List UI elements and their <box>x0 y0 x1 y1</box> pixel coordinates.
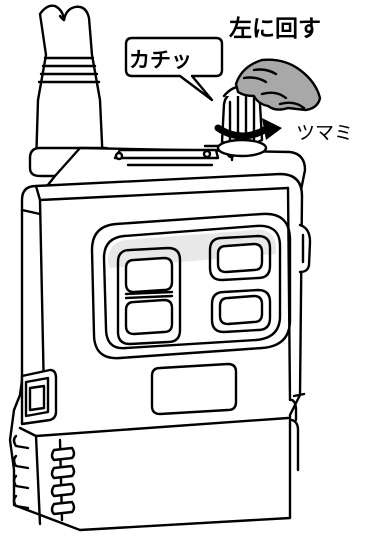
side-button <box>22 370 56 424</box>
knob-label: ツマミ <box>296 118 353 145</box>
antenna <box>36 6 103 165</box>
instruction-label: 左に回す <box>229 9 321 43</box>
callout-label: カチッ <box>129 44 192 74</box>
side-grip <box>300 225 310 272</box>
